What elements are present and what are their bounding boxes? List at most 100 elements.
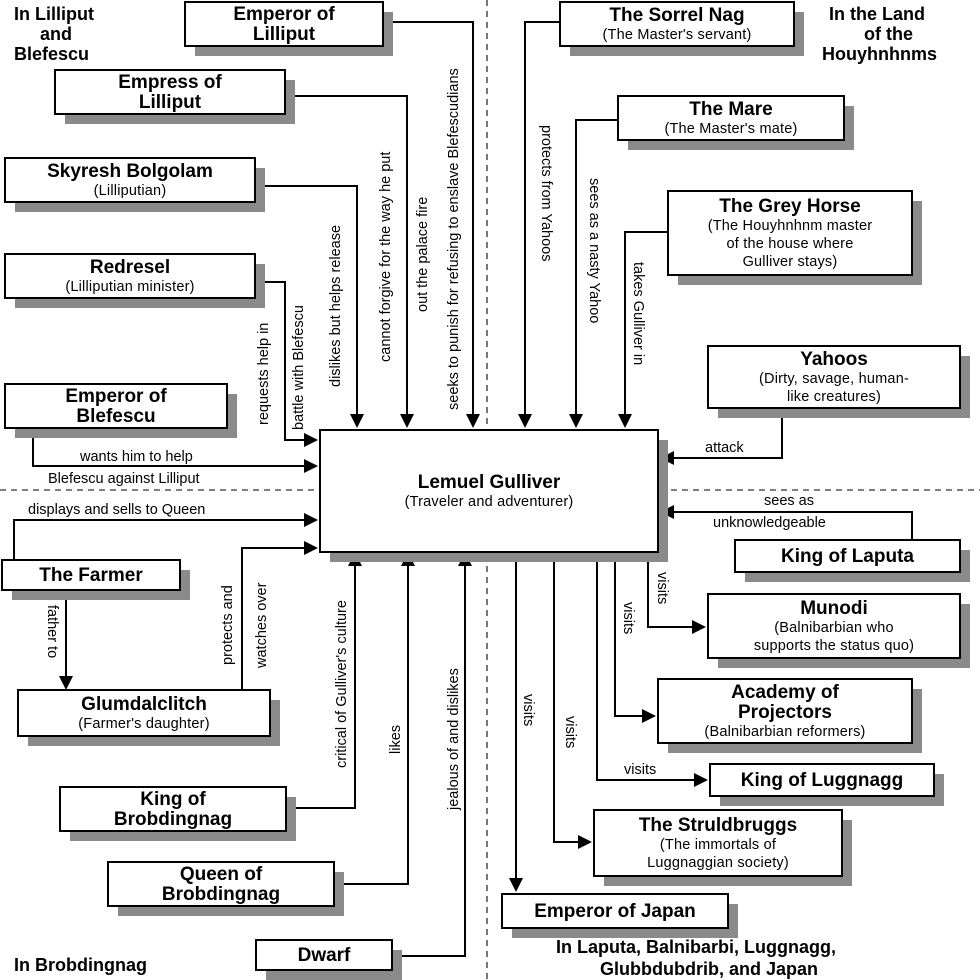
node-gulliver: Lemuel Gulliver(Traveler and adventurer) bbox=[319, 429, 668, 562]
edge-line bbox=[383, 21, 474, 425]
edge-line bbox=[392, 556, 466, 957]
edge-sorrel-nag: protects from Yahoos bbox=[518, 21, 560, 428]
region-label-houyhnhnms: In the Land of the Houyhnhnms bbox=[822, 4, 937, 64]
node-box bbox=[319, 429, 659, 553]
edge-label: visits bbox=[520, 694, 536, 726]
arrowhead bbox=[466, 414, 480, 428]
node-name: Academy of bbox=[731, 682, 839, 703]
node-name: Brobdingnag bbox=[162, 884, 280, 905]
arrowhead bbox=[400, 414, 414, 428]
edge-redresel: requests help in battle with Blefescu bbox=[255, 281, 318, 447]
node-box bbox=[54, 69, 286, 115]
node-description: supports the status quo) bbox=[754, 638, 914, 654]
arrowhead bbox=[692, 620, 706, 634]
node-box bbox=[4, 253, 256, 299]
node-name: The Farmer bbox=[39, 565, 143, 586]
arrowhead bbox=[304, 541, 318, 555]
node-box bbox=[1, 559, 181, 591]
node-description: (The Master's mate) bbox=[664, 121, 797, 137]
node-name: The Sorrel Nag bbox=[609, 5, 744, 26]
edge-line bbox=[255, 281, 316, 441]
region-label-laputa: In Laputa, Balnibarbi, Luggnagg, Glubbdu… bbox=[556, 937, 841, 979]
node-name: Projectors bbox=[738, 702, 832, 723]
node-box bbox=[4, 383, 228, 429]
arrowhead bbox=[642, 709, 656, 723]
node-description: like creatures) bbox=[787, 389, 881, 405]
node-box bbox=[734, 539, 961, 573]
edge-label: critical of Gulliver's culture bbox=[334, 600, 350, 768]
edge-line bbox=[285, 95, 408, 425]
node-box bbox=[593, 809, 843, 877]
node-description: Gulliver stays) bbox=[743, 254, 838, 270]
edge-line bbox=[241, 547, 316, 690]
arrowhead bbox=[304, 459, 318, 473]
node-name: Emperor of Japan bbox=[534, 901, 696, 922]
node-box bbox=[657, 678, 913, 744]
node-name: Munodi bbox=[800, 598, 868, 619]
edge-label: battle with Blefescu bbox=[291, 305, 307, 430]
edge-label: displays and sells to Queen bbox=[28, 502, 205, 518]
node-description: (The Master's servant) bbox=[603, 27, 752, 43]
node-box bbox=[709, 763, 935, 797]
arrowhead bbox=[304, 513, 318, 527]
node-description: (Dirty, savage, human- bbox=[759, 371, 909, 387]
edge-label: dislikes but helps release bbox=[328, 225, 344, 387]
node-king-luggnagg: King of Luggnagg bbox=[709, 763, 944, 806]
edge-queen-brobdingnag: likes bbox=[334, 552, 415, 885]
node-name: Lilliput bbox=[253, 24, 316, 45]
edge-label: watches over bbox=[254, 582, 270, 669]
edge-mare: sees as a nasty Yahoo bbox=[569, 119, 618, 428]
arrowhead bbox=[618, 414, 632, 428]
arrowhead bbox=[694, 773, 708, 787]
region-label-lilliput: In Lilliput and Blefescu bbox=[14, 4, 99, 64]
edge-label: takes Gulliver in bbox=[630, 262, 646, 365]
edge-line bbox=[662, 511, 913, 540]
edge-line bbox=[553, 552, 590, 843]
node-name: The Mare bbox=[689, 99, 772, 120]
edge-label: requests help in bbox=[256, 323, 272, 425]
node-mare: The Mare(The Master's mate) bbox=[617, 95, 854, 150]
edge-king-brobdingnag: critical of Gulliver's culture bbox=[286, 552, 362, 809]
edge-label: wants him to help bbox=[79, 449, 193, 465]
node-name: Lemuel Gulliver bbox=[418, 472, 561, 493]
node-skyresh: Skyresh Bolgolam(Lilliputian) bbox=[4, 157, 265, 212]
arrowhead bbox=[304, 433, 318, 447]
edge-label: protects from Yahoos bbox=[538, 125, 554, 261]
edge-label: Blefescu against Lilliput bbox=[48, 471, 200, 487]
node-name: King of bbox=[140, 789, 206, 810]
edge-line bbox=[524, 21, 560, 425]
node-name: Dwarf bbox=[298, 945, 351, 966]
node-yahoos: Yahoos(Dirty, savage, human-like creatur… bbox=[707, 345, 970, 418]
edge-emperor-lilliput: seeks to punish for refusing to enslave … bbox=[383, 21, 480, 428]
edge-line bbox=[614, 552, 654, 717]
node-description: of the house where bbox=[727, 236, 854, 252]
edge-label: sees as bbox=[764, 493, 814, 509]
edge-king-luggnagg: visits bbox=[596, 552, 708, 787]
edge-academy: visits bbox=[614, 552, 656, 723]
edge-label: out the palace fire bbox=[415, 197, 431, 312]
edge-struldbruggs: visits bbox=[553, 552, 592, 849]
node-box bbox=[4, 157, 256, 203]
node-box bbox=[17, 689, 271, 737]
node-name: The Grey Horse bbox=[719, 196, 861, 217]
node-name: Blefescu bbox=[76, 406, 155, 427]
edge-farmer-glum: father to bbox=[44, 590, 73, 690]
node-box bbox=[667, 190, 913, 276]
edge-line bbox=[647, 552, 704, 628]
node-description: (Balnibarbian who bbox=[774, 620, 893, 636]
node-farmer: The Farmer bbox=[1, 559, 190, 600]
edge-line bbox=[624, 231, 668, 425]
node-struldbruggs: The Struldbruggs(The immortals ofLuggnag… bbox=[593, 809, 852, 886]
node-box bbox=[501, 893, 729, 929]
node-name: Brobdingnag bbox=[114, 809, 232, 830]
node-name: Glumdalclitch bbox=[81, 694, 207, 715]
node-box bbox=[617, 95, 845, 141]
